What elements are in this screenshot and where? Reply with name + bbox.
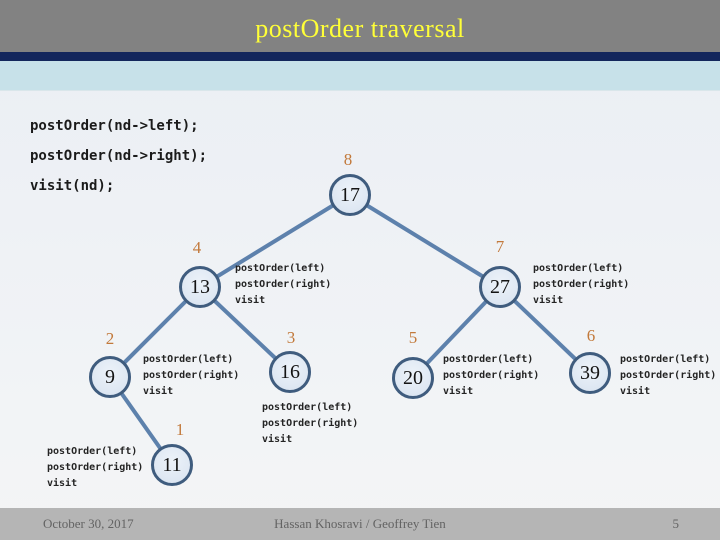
call-label-line: visit	[235, 295, 266, 306]
call-label-9: postOrder(left) postOrder(right) visit	[143, 352, 239, 400]
call-label-line: postOrder(right)	[143, 370, 240, 381]
footer-authors: Hassan Khosravi / Geoffrey Tien	[274, 516, 446, 531]
order-label-9: 2	[105, 329, 115, 348]
call-label-line: postOrder(left)	[620, 354, 711, 365]
call-label-line: postOrder(left)	[443, 354, 534, 365]
order-label-27: 7	[495, 237, 505, 256]
page-title: postOrder traversal	[255, 14, 465, 43]
order-label-17: 8	[343, 150, 353, 169]
call-label-line: visit	[47, 478, 78, 489]
code-line-right: postOrder(nd->right);	[30, 148, 208, 164]
call-label-line: postOrder(right)	[47, 462, 144, 473]
tree-node-9: 9	[89, 356, 131, 398]
call-label-line: visit	[262, 434, 293, 445]
edge-17-13	[198, 193, 352, 289]
call-label-line: postOrder(left)	[235, 263, 326, 274]
call-label-39: postOrder(left) postOrder(right) visit	[620, 352, 716, 400]
call-label-line: postOrder(right)	[443, 370, 540, 381]
code-line-left: postOrder(nd->left);	[30, 118, 199, 134]
order-label-39: 6	[586, 326, 596, 345]
call-label-line: visit	[143, 386, 174, 397]
tree-node-13: 13	[179, 266, 221, 308]
call-label-line: postOrder(right)	[235, 279, 332, 290]
call-label-20: postOrder(left) postOrder(right) visit	[443, 352, 539, 400]
call-label-line: postOrder(left)	[533, 263, 624, 274]
header-accent-band	[0, 61, 720, 91]
tree-node-16: 16	[269, 351, 311, 393]
order-label-16: 3	[286, 328, 296, 347]
call-label-line: postOrder(right)	[620, 370, 717, 381]
call-label-line: postOrder(right)	[533, 279, 630, 290]
call-label-13: postOrder(left) postOrder(right) visit	[235, 261, 331, 309]
tree-node-27: 27	[479, 266, 521, 308]
tree-node-39: 39	[569, 352, 611, 394]
code-line-visit: visit(nd);	[30, 178, 115, 194]
order-label-20: 5	[408, 328, 418, 347]
footer-date: October 30, 2017	[43, 516, 134, 531]
call-label-16: postOrder(left) postOrder(right) visit	[262, 400, 358, 448]
tree-node-20: 20	[392, 357, 434, 399]
call-label-line: postOrder(left)	[47, 446, 138, 457]
edge-17-27	[348, 193, 502, 289]
call-label-line: visit	[443, 386, 474, 397]
tree-node-17: 17	[329, 174, 371, 216]
slide-header: postOrder traversal	[0, 0, 720, 52]
order-label-11: 1	[175, 420, 185, 439]
call-label-line: visit	[620, 386, 651, 397]
slide-footer: October 30, 2017 Hassan Khosravi / Geoff…	[0, 508, 720, 540]
call-label-line: postOrder(right)	[262, 418, 359, 429]
call-label-line: postOrder(left)	[262, 402, 353, 413]
call-label-line: visit	[533, 295, 564, 306]
order-label-13: 4	[192, 238, 202, 257]
call-label-27: postOrder(left) postOrder(right) visit	[533, 261, 629, 309]
tree-node-11: 11	[151, 444, 193, 486]
footer-page-number: 5	[672, 516, 680, 531]
call-label-11: postOrder(left) postOrder(right) visit	[47, 444, 143, 492]
call-label-line: postOrder(left)	[143, 354, 234, 365]
header-divider	[0, 52, 720, 61]
